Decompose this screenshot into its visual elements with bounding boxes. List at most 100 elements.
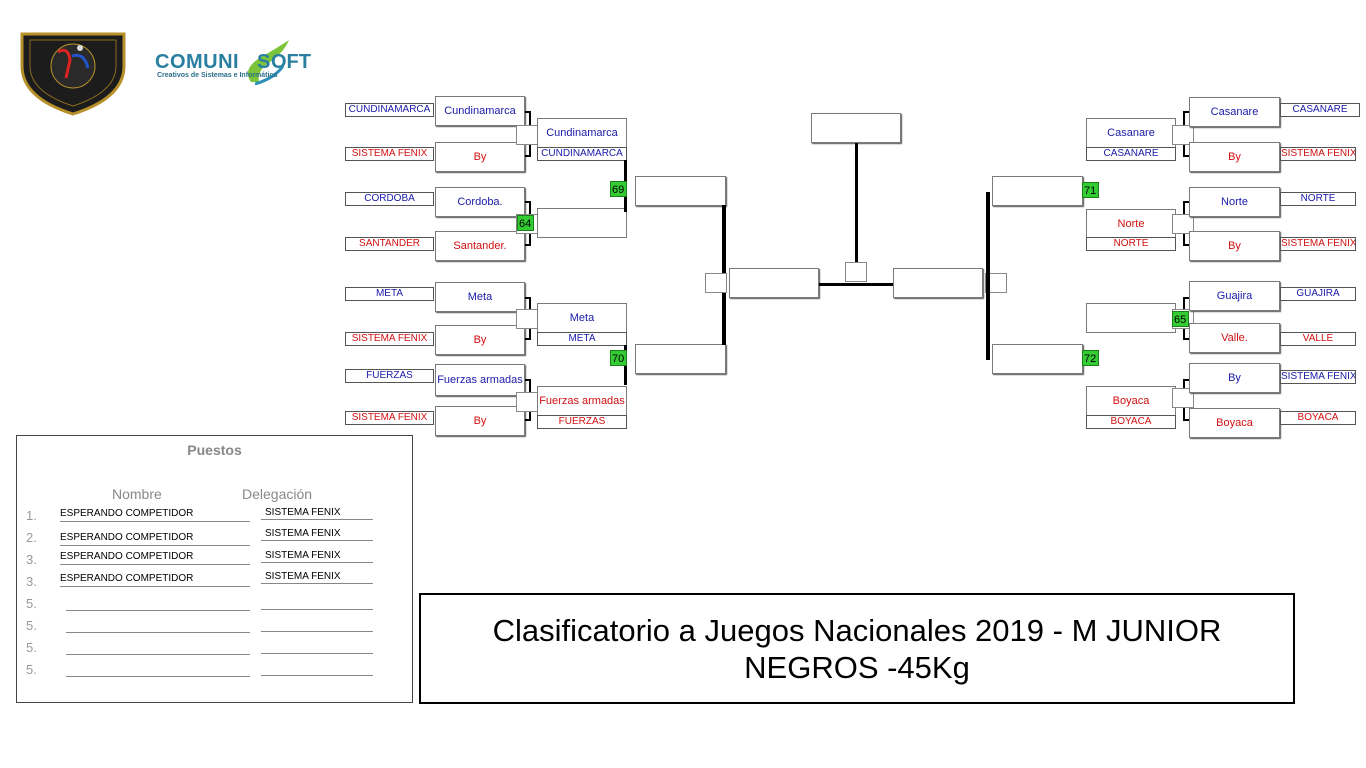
left-badge-64: 64 — [517, 215, 534, 231]
standings-delegation — [261, 663, 373, 676]
standings-rank: 5. — [26, 596, 37, 611]
left-r1-deleg-3: CORDOBA — [345, 192, 434, 206]
standings-delegation: SISTEMA FENIX — [261, 507, 373, 520]
left-r1-deleg-1: CUNDINAMARCA — [345, 103, 434, 117]
left-r2-deleg-4: FUERZAS — [537, 415, 627, 429]
right-semifinal-box[interactable] — [893, 268, 983, 298]
left-r1-deleg-8: SISTEMA FENIX — [345, 411, 434, 425]
left-r3-competitor-2[interactable] — [635, 344, 726, 374]
standings-rank: 5. — [26, 662, 37, 677]
right-r1-competitor-4[interactable]: By — [1189, 231, 1280, 261]
right-r1-deleg-2: SISTEMA FENIX — [1280, 147, 1356, 161]
right-r3-competitor-1[interactable] — [992, 176, 1083, 206]
right-r2-competitor-1[interactable]: Casanare — [1086, 118, 1176, 148]
left-r1-deleg-4: SANTANDER — [345, 237, 434, 251]
right-r1-deleg-4: SISTEMA FENIX — [1280, 237, 1356, 251]
standings-name: ESPERANDO COMPETIDOR — [60, 551, 250, 565]
right-r2-competitor-4[interactable]: Boyaca — [1086, 386, 1176, 416]
right-r1-competitor-5[interactable]: Guajira — [1189, 281, 1280, 311]
standings-name — [66, 619, 250, 633]
event-title-line-2: NEGROS -45Kg — [744, 649, 970, 685]
left-r1-competitor-2[interactable]: By — [435, 142, 525, 172]
left-r1-deleg-2: SISTEMA FENIX — [345, 147, 434, 161]
left-badge-69: 69 — [610, 181, 627, 197]
standings-panel: Puestos Nombre Delegación 1. ESPERANDO C… — [16, 435, 413, 703]
right-r1-deleg-7: SISTEMA FENIX — [1280, 370, 1356, 384]
left-semifinal-box[interactable] — [729, 268, 819, 298]
left-r1-deleg-5: META — [345, 287, 434, 301]
left-r1-competitor-1[interactable]: Cundinamarca — [435, 96, 525, 126]
right-r1-competitor-2[interactable]: By — [1189, 142, 1280, 172]
standings-name: ESPERANDO COMPETIDOR — [60, 532, 250, 546]
standings-rank: 2. — [26, 530, 37, 545]
standings-rank: 5. — [26, 640, 37, 655]
left-r2-deleg-1: CUNDINAMARCA — [537, 147, 627, 161]
standings-rank: 3. — [26, 552, 37, 567]
right-r1-score-box-3[interactable] — [1172, 214, 1194, 234]
standings-name: ESPERANDO COMPETIDOR — [60, 508, 250, 522]
left-r3-score-box[interactable] — [705, 273, 727, 293]
right-r1-competitor-8[interactable]: Boyaca — [1189, 408, 1280, 438]
left-r3-competitor-1[interactable] — [635, 176, 726, 206]
left-r2-competitor-1[interactable]: Cundinamarca — [537, 118, 627, 148]
right-badge-71: 71 — [1082, 182, 1099, 198]
standings-name — [66, 641, 250, 655]
standings-rank: 5. — [26, 618, 37, 633]
left-r1-score-box-5[interactable] — [516, 309, 538, 329]
left-r1-competitor-5[interactable]: Meta — [435, 282, 525, 312]
left-r2-competitor-4[interactable]: Fuerzas armadas — [537, 386, 627, 416]
event-title-line-1: Clasificatorio a Juegos Nacionales 2019 … — [492, 612, 1222, 648]
right-r1-deleg-6: VALLE — [1280, 332, 1356, 346]
right-r1-deleg-3: NORTE — [1280, 192, 1356, 206]
right-r1-score-box-7[interactable] — [1172, 388, 1194, 408]
left-r1-competitor-4[interactable]: Santander. — [435, 231, 525, 261]
left-r1-competitor-3[interactable]: Cordoba. — [435, 187, 525, 217]
right-r1-score-box-1[interactable] — [1172, 125, 1194, 145]
left-r1-deleg-7: FUERZAS — [345, 369, 434, 383]
standings-title: Puestos — [187, 442, 242, 458]
left-badge-70: 70 — [610, 350, 627, 366]
right-r3-score-box[interactable] — [985, 273, 1007, 293]
right-badge-65: 65 — [1172, 311, 1189, 327]
right-r1-competitor-3[interactable]: Norte — [1189, 187, 1280, 217]
right-r2-competitor-3[interactable] — [1086, 303, 1176, 333]
standings-delegation — [261, 641, 373, 654]
left-r1-deleg-6: SISTEMA FENIX — [345, 332, 434, 346]
event-title-box: Clasificatorio a Juegos Nacionales 2019 … — [419, 593, 1295, 704]
right-r1-competitor-7[interactable]: By — [1189, 363, 1280, 393]
standings-col-delegation: Delegación — [242, 486, 313, 502]
left-r1-competitor-7[interactable]: Fuerzas armadas — [435, 364, 525, 396]
standings-delegation: SISTEMA FENIX — [261, 571, 373, 584]
brand-name-right: OFT — [271, 51, 311, 73]
final-score-box[interactable] — [845, 262, 867, 282]
right-r1-deleg-8: BOYACA — [1280, 411, 1356, 425]
right-r2-deleg-4: BOYACA — [1086, 415, 1176, 429]
left-r1-competitor-8[interactable]: By — [435, 406, 525, 436]
brand-name-s: S — [257, 51, 271, 73]
left-r2-competitor-3[interactable]: Meta — [537, 303, 627, 333]
right-badge-72: 72 — [1082, 350, 1099, 366]
standings-rank: 1. — [26, 508, 37, 523]
standings-name — [66, 663, 250, 677]
standings-name: ESPERANDO COMPETIDOR — [60, 573, 250, 587]
standings-delegation: SISTEMA FENIX — [261, 550, 373, 563]
right-r1-competitor-6[interactable]: Valle. — [1189, 323, 1280, 353]
final-winner-box[interactable] — [811, 113, 901, 143]
left-r1-score-box-7[interactable] — [516, 392, 538, 412]
right-r2-deleg-1: CASANARE — [1086, 147, 1176, 161]
left-r1-competitor-6[interactable]: By — [435, 325, 525, 355]
right-r1-deleg-1: CASANARE — [1280, 103, 1360, 117]
right-r3-competitor-2[interactable] — [992, 344, 1083, 374]
standings-delegation: SISTEMA FENIX — [261, 528, 373, 541]
right-r1-competitor-1[interactable]: Casanare — [1189, 97, 1280, 127]
right-r1-deleg-5: GUAJIRA — [1280, 287, 1356, 301]
left-r2-competitor-2[interactable] — [537, 208, 627, 238]
right-r2-competitor-2[interactable]: Norte — [1086, 209, 1176, 239]
brand-name-left: COMUNI — [155, 51, 240, 73]
brand-tagline: Creativos de Sistemas e Informática — [157, 72, 278, 79]
standings-rank: 3. — [26, 574, 37, 589]
standings-col-name: Nombre — [112, 486, 162, 502]
right-r2-deleg-2: NORTE — [1086, 237, 1176, 251]
standings-name — [66, 597, 250, 611]
left-r1-score-box-1[interactable] — [516, 125, 538, 145]
